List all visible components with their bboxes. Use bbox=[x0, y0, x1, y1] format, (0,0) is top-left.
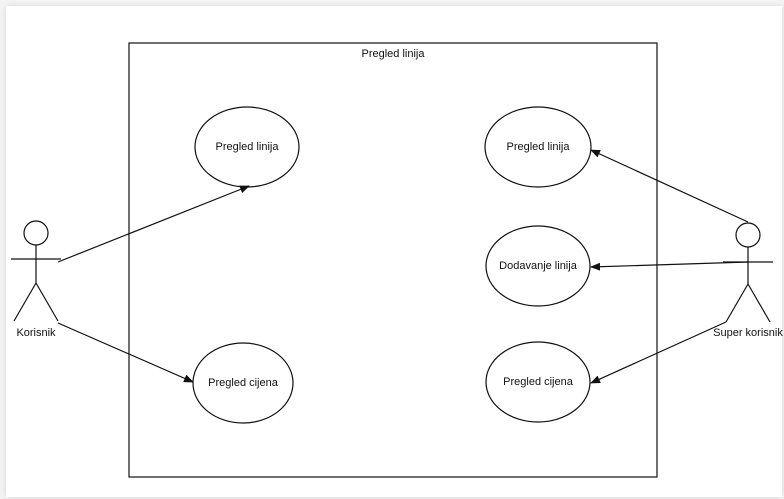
assoc-right-bottom-arrow bbox=[590, 321, 727, 384]
assoc-right-top-arrow bbox=[590, 149, 749, 223]
use-case-right-top-label: Pregled linija bbox=[507, 141, 571, 153]
use-case-left-bottom-label: Pregled cijena bbox=[208, 377, 279, 389]
actor-right-head bbox=[735, 222, 761, 248]
actor-right-leg-right bbox=[747, 283, 771, 323]
use-case-right-middle-label: Dodavanje linija bbox=[499, 260, 578, 272]
use-case-right-bottom-label: Pregled cijena bbox=[503, 376, 574, 388]
actor-right-leg-left bbox=[725, 283, 749, 323]
use-case-right-bottom[interactable] bbox=[485, 341, 591, 423]
actor-left-leg-right bbox=[35, 282, 59, 322]
actor-left-label: Korisnik bbox=[16, 327, 56, 339]
actor-left[interactable]: Korisnik bbox=[11, 220, 61, 339]
system-boundary bbox=[128, 42, 658, 478]
system-title: Pregled linija bbox=[362, 48, 426, 60]
use-case-right-top[interactable] bbox=[484, 106, 592, 188]
use-case-left-bottom[interactable] bbox=[192, 342, 294, 424]
actor-right-label: Super korisnik bbox=[713, 327, 783, 339]
diagram-canvas bbox=[6, 6, 782, 497]
actor-right[interactable]: Super korisnik bbox=[713, 222, 783, 339]
assoc-left-bottom-arrow bbox=[57, 322, 194, 383]
actor-left-head bbox=[23, 220, 49, 246]
actor-left-leg-left bbox=[13, 282, 37, 322]
assoc-right-middle-arrow bbox=[590, 261, 749, 271]
use-case-left-top-label: Pregled linija bbox=[216, 141, 280, 153]
assoc-left-top-arrow bbox=[57, 185, 250, 263]
use-case-right-middle[interactable] bbox=[485, 225, 591, 307]
